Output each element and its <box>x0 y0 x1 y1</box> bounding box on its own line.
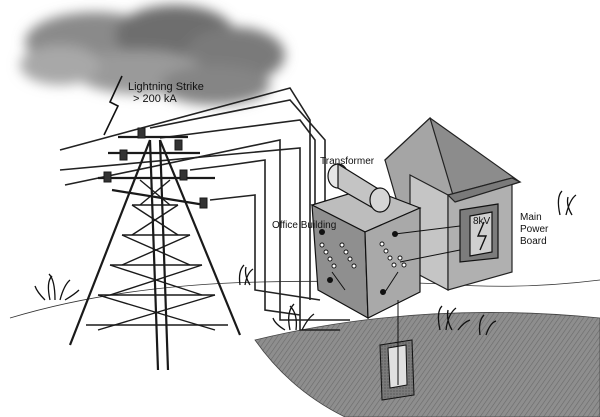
lightning-strike-label: Lightning Strike <box>128 81 204 93</box>
office-building-label: Office Building <box>272 220 336 231</box>
main-power-board-label-1: Main <box>520 212 542 223</box>
transmission-tower-icon <box>68 127 242 371</box>
lightning-current-label: > 200 kA <box>133 93 177 105</box>
transformer-label: Transformer <box>320 156 375 167</box>
main-power-board-label-3: Board <box>520 236 547 247</box>
power-lines <box>59 87 350 331</box>
lightning-bolt-icon <box>103 75 123 136</box>
main-power-board-label-2: Power <box>520 224 549 235</box>
ground-area <box>254 312 600 417</box>
transformer-icon <box>310 162 461 320</box>
grass-icon <box>34 190 577 336</box>
main-power-board-icon <box>459 203 499 263</box>
cloud-icon <box>20 5 285 105</box>
panel-voltage-label: 8kV <box>473 216 491 227</box>
ground-rod-pit-icon <box>379 300 415 401</box>
